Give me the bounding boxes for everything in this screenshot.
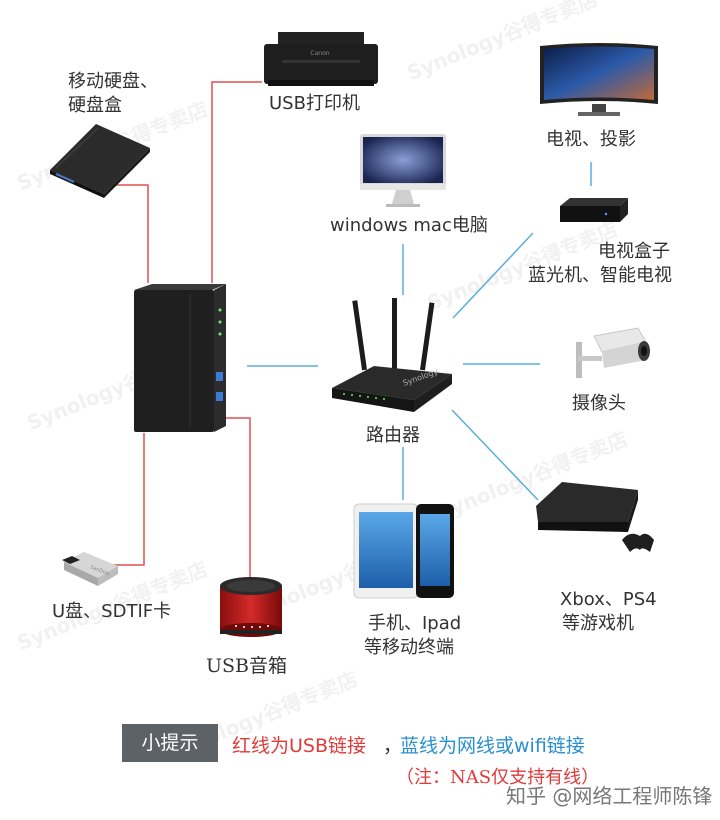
printer-icon: Canon [264, 32, 378, 86]
legend-usb-text: 红线为USB链接 [232, 735, 367, 757]
usb-line-hdd [112, 184, 149, 283]
network-lines [247, 162, 592, 501]
usb-line-speaker [222, 417, 251, 578]
usb-drive-icon: SanDisk [62, 552, 118, 586]
label-computer: windows mac电脑 [330, 215, 488, 236]
label-portable-hdd-1: 移动硬盘、 [68, 71, 158, 92]
usb-line-printer [211, 81, 262, 283]
router-icon: Synology [332, 298, 452, 412]
label-router: 路由器 [366, 425, 420, 446]
speaker-icon [220, 577, 282, 637]
printer-logo: Canon [310, 50, 329, 57]
tv-icon [540, 43, 658, 116]
label-usb-speaker: USB音箱 [206, 655, 287, 677]
net-line-tvbox [452, 232, 534, 319]
camera-icon [576, 327, 650, 378]
label-console-2: 等游戏机 [562, 613, 634, 634]
legend-separator: ， [383, 735, 403, 757]
mobile-devices-icon [353, 503, 454, 599]
usb-line-udisk [112, 433, 145, 566]
label-console-1: Xbox、PS4 [560, 589, 657, 610]
label-tv-box-2: 蓝光机、智能电视 [528, 265, 672, 286]
label-usb-printer: USB打印机 [269, 93, 360, 114]
label-mobile-2: 等移动终端 [364, 637, 454, 658]
usb-lines [112, 81, 262, 578]
label-portable-hdd-2: 硬盘盒 [68, 95, 122, 116]
label-usb-drive: U盘、SDTIF卡 [52, 601, 172, 622]
legend-note: （注：NAS仅支持有线） [396, 767, 600, 788]
nas-icon [134, 284, 226, 432]
source-credit: 知乎 @网络工程师陈锋 [506, 784, 713, 808]
game-console-icon [536, 482, 654, 552]
computer-icon [360, 134, 446, 207]
net-line-console [451, 409, 539, 501]
portable-hdd-icon [50, 124, 150, 198]
legend-network-text: 蓝线为网线或wifi链接 [400, 735, 585, 757]
label-tv-box-1: 电视盒子 [598, 241, 670, 262]
tip-badge: 小提示 [122, 724, 218, 762]
label-camera: 摄像头 [572, 393, 626, 414]
label-tv: 电视、投影 [546, 129, 636, 150]
tv-box-icon [560, 198, 628, 222]
label-mobile-1: 手机、Ipad [368, 613, 462, 634]
